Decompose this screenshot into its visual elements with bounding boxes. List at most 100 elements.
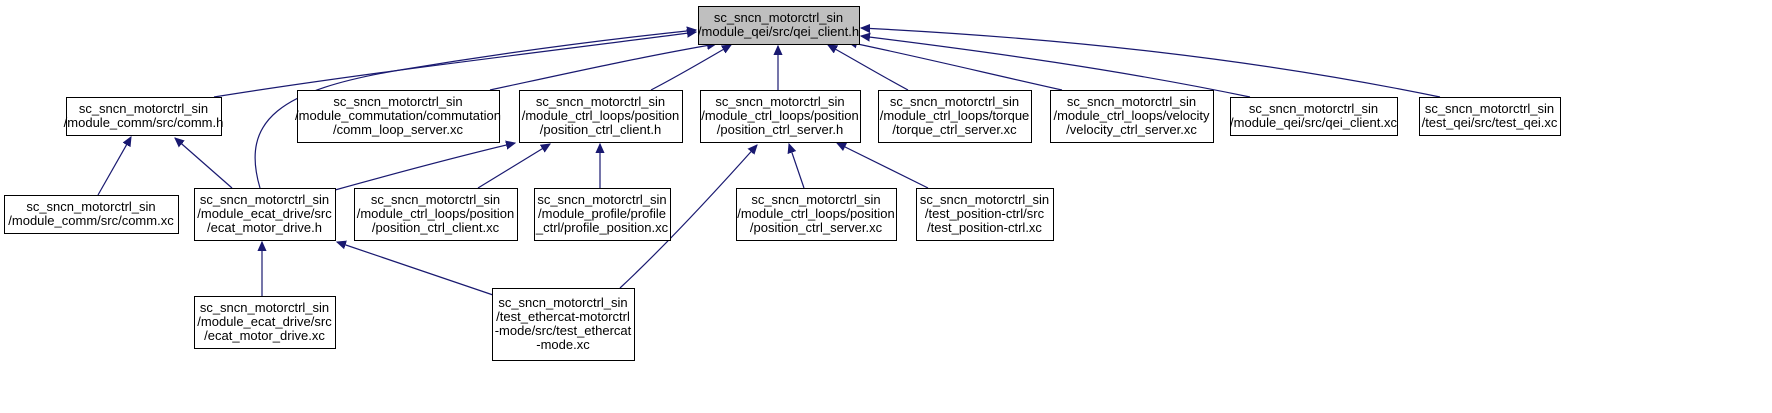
node-label-line: /position_ctrl_client.h <box>540 122 661 137</box>
node-position_ctrl_client_xc[interactable]: sc_sncn_motorctrl_sin/module_ctrl_loops/… <box>354 188 518 241</box>
node-position_ctrl_server_h[interactable]: sc_sncn_motorctrl_sin/module_ctrl_loops/… <box>700 90 861 143</box>
edges-layer <box>97 28 1441 297</box>
node-label-line: /module_profile/profile <box>538 206 666 221</box>
edge-test_ethercat-to-ecat_motor_drive_h <box>337 242 497 297</box>
node-label-line: sc_sncn_motorctrl_sin <box>79 101 208 116</box>
node-label-line: /test_qei/src/test_qei.xc <box>1422 115 1558 130</box>
node-label-line: /module_ctrl_loops/torque <box>880 108 1030 123</box>
edge-comm_loop_server-to-root <box>489 44 716 91</box>
edge-position_ctrl_client_xc-to-position_ctrl_client_h <box>477 144 550 189</box>
node-position_ctrl_client_h[interactable]: sc_sncn_motorctrl_sin/module_ctrl_loops/… <box>519 90 683 143</box>
node-label-line: /module_ctrl_loops/velocity <box>1053 108 1210 123</box>
node-box <box>4 195 179 234</box>
node-box <box>492 288 635 361</box>
node-ecat_motor_drive_xc[interactable]: sc_sncn_motorctrl_sin/module_ecat_drive/… <box>194 296 336 349</box>
node-label-line: /module_commutation/commutation <box>295 108 501 123</box>
node-label-line: /module_qei/src/qei_client.xc <box>1230 115 1397 130</box>
edge-ecat_motor_drive_h-to-root <box>254 30 696 189</box>
node-label-line: /ecat_motor_drive.xc <box>204 328 325 343</box>
node-label-line: /position_ctrl_client.xc <box>372 220 500 235</box>
node-velocity_ctrl_server[interactable]: sc_sncn_motorctrl_sin/module_ctrl_loops/… <box>1050 90 1214 143</box>
node-test_ethercat[interactable]: sc_sncn_motorctrl_sin/test_ethercat-moto… <box>492 288 635 361</box>
node-test_position_ctrl[interactable]: sc_sncn_motorctrl_sin/test_position-ctrl… <box>916 188 1054 241</box>
node-label-line: sc_sncn_motorctrl_sin <box>715 94 844 109</box>
edge-qei_client_xc-to-root <box>861 36 1251 98</box>
node-label-line: /module_ctrl_loops/position <box>701 108 859 123</box>
node-label-line: sc_sncn_motorctrl_sin <box>751 192 880 207</box>
node-label-line: sc_sncn_motorctrl_sin <box>371 192 500 207</box>
edge-comm_xc-to-comm_h <box>97 137 131 196</box>
edge-ecat_motor_drive_h-to-position_ctrl_client_h <box>334 143 515 191</box>
node-label-line: /ecat_motor_drive.h <box>207 220 322 235</box>
node-box <box>1419 97 1561 136</box>
node-label-line: sc_sncn_motorctrl_sin <box>200 192 329 207</box>
node-label-line: /module_ecat_drive/src <box>197 206 332 221</box>
node-torque_ctrl_server[interactable]: sc_sncn_motorctrl_sin/module_ctrl_loops/… <box>878 90 1032 143</box>
node-label-line: sc_sncn_motorctrl_sin <box>1249 101 1378 116</box>
edge-test_qei-to-root <box>861 28 1441 98</box>
node-label-line: sc_sncn_motorctrl_sin <box>333 94 462 109</box>
node-box <box>519 90 683 143</box>
node-label-line: sc_sncn_motorctrl_sin <box>1067 94 1196 109</box>
edge-test_position_ctrl-to-position_ctrl_server_h <box>837 143 929 189</box>
node-label-line: /module_ctrl_loops/position <box>522 108 680 123</box>
node-label-line: /comm_loop_server.xc <box>333 122 464 137</box>
edge-velocity_ctrl_server-to-root <box>848 42 1063 91</box>
edge-torque_ctrl_server-to-root <box>828 45 909 91</box>
node-label-line: sc_sncn_motorctrl_sin <box>200 300 329 315</box>
node-label-line: /module_comm/src/comm.h <box>64 115 224 130</box>
node-label-line: _ctrl/profile_position.xc <box>535 220 669 235</box>
edge-ecat_motor_drive_h-to-comm_h <box>175 138 233 189</box>
node-label-line: -mode.xc <box>536 337 590 352</box>
node-label-line: sc_sncn_motorctrl_sin <box>536 94 665 109</box>
node-box <box>297 90 500 143</box>
node-position_ctrl_server_xc[interactable]: sc_sncn_motorctrl_sin/module_ctrl_loops/… <box>736 188 897 241</box>
node-box <box>736 188 897 241</box>
node-label-line: /torque_ctrl_server.xc <box>892 122 1017 137</box>
node-label-line: /test_position-ctrl/src <box>925 206 1045 221</box>
node-label-line: /module_ecat_drive/src <box>197 314 332 329</box>
node-label-line: sc_sncn_motorctrl_sin <box>890 94 1019 109</box>
node-box <box>194 296 336 349</box>
node-label-line: sc_sncn_motorctrl_sin <box>26 199 155 214</box>
node-box <box>194 188 336 241</box>
node-box <box>916 188 1054 241</box>
node-label-line: /test_position-ctrl.xc <box>927 220 1042 235</box>
node-profile_position[interactable]: sc_sncn_motorctrl_sin/module_profile/pro… <box>534 188 671 241</box>
node-box <box>698 6 860 45</box>
node-box <box>1230 97 1398 136</box>
node-box <box>700 90 861 143</box>
node-label-line: sc_sncn_motorctrl_sin <box>537 192 666 207</box>
node-box <box>1050 90 1214 143</box>
node-ecat_motor_drive_h[interactable]: sc_sncn_motorctrl_sin/module_ecat_drive/… <box>194 188 336 241</box>
node-qei_client_xc[interactable]: sc_sncn_motorctrl_sin/module_qei/src/qei… <box>1230 97 1398 136</box>
node-label-line: /module_ctrl_loops/position <box>357 206 515 221</box>
node-label-line: sc_sncn_motorctrl_sin <box>714 10 843 25</box>
node-box <box>354 188 518 241</box>
node-label-line: /module_ctrl_loops/position <box>737 206 895 221</box>
node-label-line: -mode/src/test_ethercat <box>495 323 632 338</box>
node-label-line: sc_sncn_motorctrl_sin <box>1425 101 1554 116</box>
edge-comm_h-to-root <box>213 32 696 98</box>
node-comm_h[interactable]: sc_sncn_motorctrl_sin/module_comm/src/co… <box>64 97 224 136</box>
node-label-line: /module_comm/src/comm.xc <box>8 213 174 228</box>
node-comm_xc[interactable]: sc_sncn_motorctrl_sin/module_comm/src/co… <box>4 195 179 234</box>
node-label-line: /position_ctrl_server.xc <box>750 220 883 235</box>
edge-test_ethercat-to-position_ctrl_server_h <box>619 145 757 289</box>
edge-position_ctrl_server_xc-to-position_ctrl_server_h <box>789 144 805 189</box>
node-label-line: /position_ctrl_server.h <box>717 122 843 137</box>
node-label-line: /test_ethercat-motorctrl <box>496 309 630 324</box>
node-root[interactable]: sc_sncn_motorctrl_sin/module_qei/src/qei… <box>698 6 860 45</box>
node-box <box>66 97 222 136</box>
node-label-line: sc_sncn_motorctrl_sin <box>498 295 627 310</box>
node-label-line: /module_qei/src/qei_client.h <box>698 24 859 39</box>
nodes-layer: sc_sncn_motorctrl_sin/module_qei/src/qei… <box>4 6 1561 361</box>
node-box <box>878 90 1032 143</box>
node-test_qei[interactable]: sc_sncn_motorctrl_sin/test_qei/src/test_… <box>1419 97 1561 136</box>
node-comm_loop_server[interactable]: sc_sncn_motorctrl_sin/module_commutation… <box>295 90 501 143</box>
node-label-line: sc_sncn_motorctrl_sin <box>920 192 1049 207</box>
edge-position_ctrl_client_h-to-root <box>650 45 731 91</box>
node-box <box>534 188 671 241</box>
node-label-line: /velocity_ctrl_server.xc <box>1066 122 1197 137</box>
